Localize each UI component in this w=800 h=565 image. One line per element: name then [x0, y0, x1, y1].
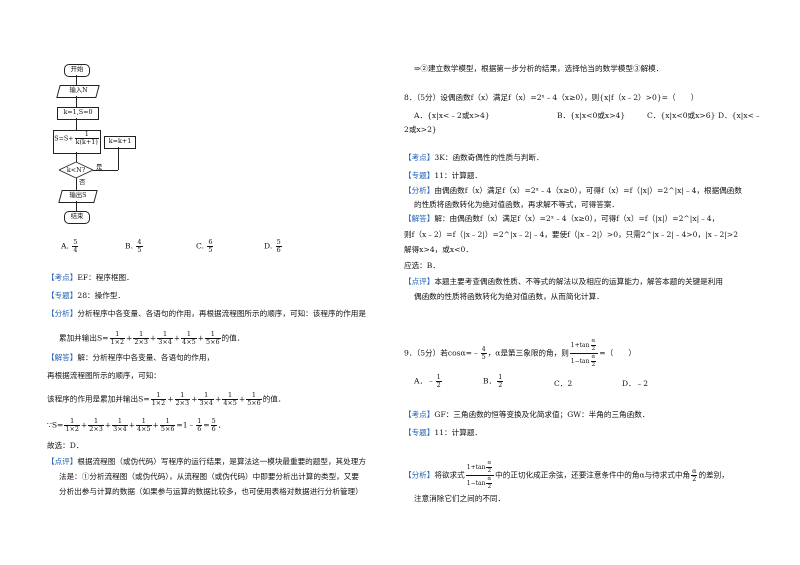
q7-zhuanti: 【专题】28：操作型． — [47, 291, 126, 300]
q8-fenxi-2: 的性质将函数转化为绝对值函数，再求解不等式，可得答案． — [414, 200, 620, 209]
q8-dianping-1: 【点评】本题主要考查偶函数性质、不等式的解法以及相应的运算能力，解答本题的关键是… — [404, 277, 723, 286]
q8-jieda-4: 应选：B． — [404, 261, 440, 270]
q7-jieda-5: 故选：D． — [47, 441, 84, 450]
q7-fenxi-1: 【分析】分析程序中各变量、各语句的作用，再根据流程图所示的顺序，可知：该程序的作… — [47, 309, 366, 318]
flowchart-condition: k<N? — [59, 162, 93, 178]
flowchart-start: 开始 — [64, 64, 90, 77]
flowchart-output: 输出S — [58, 190, 98, 203]
flowchart-yes: 是 — [96, 163, 103, 171]
q8-option-c: C．{x|x<0或x>6} — [647, 111, 716, 120]
q7-jieda-1: 【解答】解：分析程序中各变量、各语句的作用， — [47, 353, 215, 362]
q8-fenxi-1: 【分析】由偶函数f（x）满足f（x）=2ˣ﹣4（x≥0），可得f（x）=f（|x… — [404, 186, 742, 195]
q9-option-c: C．2 — [554, 379, 573, 388]
q8-zhuanti: 【专题】11：计算题． — [404, 171, 483, 180]
q7-kaodian: 【考点】EF：程序框图． — [47, 273, 134, 282]
flowchart-no: 否 — [79, 178, 86, 186]
q7-dianping-3: 分析出参与计算的数据（如果参与运算的数据比较多，也可使用表格对数据进行分析管理） — [59, 487, 363, 496]
q8-jieda-1: 【解答】解：由偶函数f（x）满足f（x）=2ˣ﹣4（x≥0），可得f（x）=f（… — [404, 214, 720, 223]
right-line-top: ⇒②建立数学模型，根据第一步分析的结果，选择恰当的数学模型③解模． — [414, 64, 664, 73]
q7-jieda-2: 再根据流程图所示的顺序，可知： — [47, 371, 161, 380]
q9-fenxi-2: 注意消除它们之间的不同． — [414, 494, 506, 503]
q9-zhuanti: 【专题】11：计算题． — [404, 428, 483, 437]
q8-stem: 8．（5分）设偶函数f（x）满足f（x）=2ˣ﹣4（x≥0），则{x|f（x﹣2… — [404, 93, 699, 102]
flowchart-input: 输入N — [56, 85, 100, 98]
q8-option-a: A．{x|x<﹣2或x>4} — [414, 111, 490, 120]
q8-dianping-2: 偶函数的性质将函数转化为绝对值函数，从而简化计算． — [414, 292, 604, 301]
flowchart-init: k=1,S=0 — [57, 107, 99, 120]
q8-kaodian: 【考点】3K：函数奇偶性的性质与判断． — [404, 153, 544, 162]
q8-jieda-3: 解得x>4，或x<0． — [404, 245, 473, 254]
q9-option-d: D．﹣2 — [622, 379, 649, 388]
q7-dianping-2: 法是：①分析流程图（或伪代码），从流程图（或伪代码）中即要分析出计算的类型，又要 — [59, 472, 359, 481]
q8-option-b: B．{x|x<0或x>4} — [557, 111, 626, 120]
flowchart-end: 结束 — [64, 211, 90, 224]
flowchart-assign-k: k=k+1 — [104, 136, 136, 149]
q7-dianping-1: 【点评】根据流程图（或伪代码）写程序的运行结果，是算法这一模块最重要的题型，其处… — [47, 457, 366, 466]
q8-jieda-2: 则f（x﹣2）=f（|x﹣2|）=2^|x﹣2|﹣4，要使f（|x﹣2|）>0，… — [404, 230, 739, 239]
q9-kaodian: 【考点】GF：三角函数的恒等变换及化简求值；GW：半角的三角函数． — [404, 410, 650, 419]
q8-option-d: D．{x|x<﹣ — [718, 111, 762, 120]
q8-option-d-cont: 2或x>2} — [404, 125, 437, 134]
